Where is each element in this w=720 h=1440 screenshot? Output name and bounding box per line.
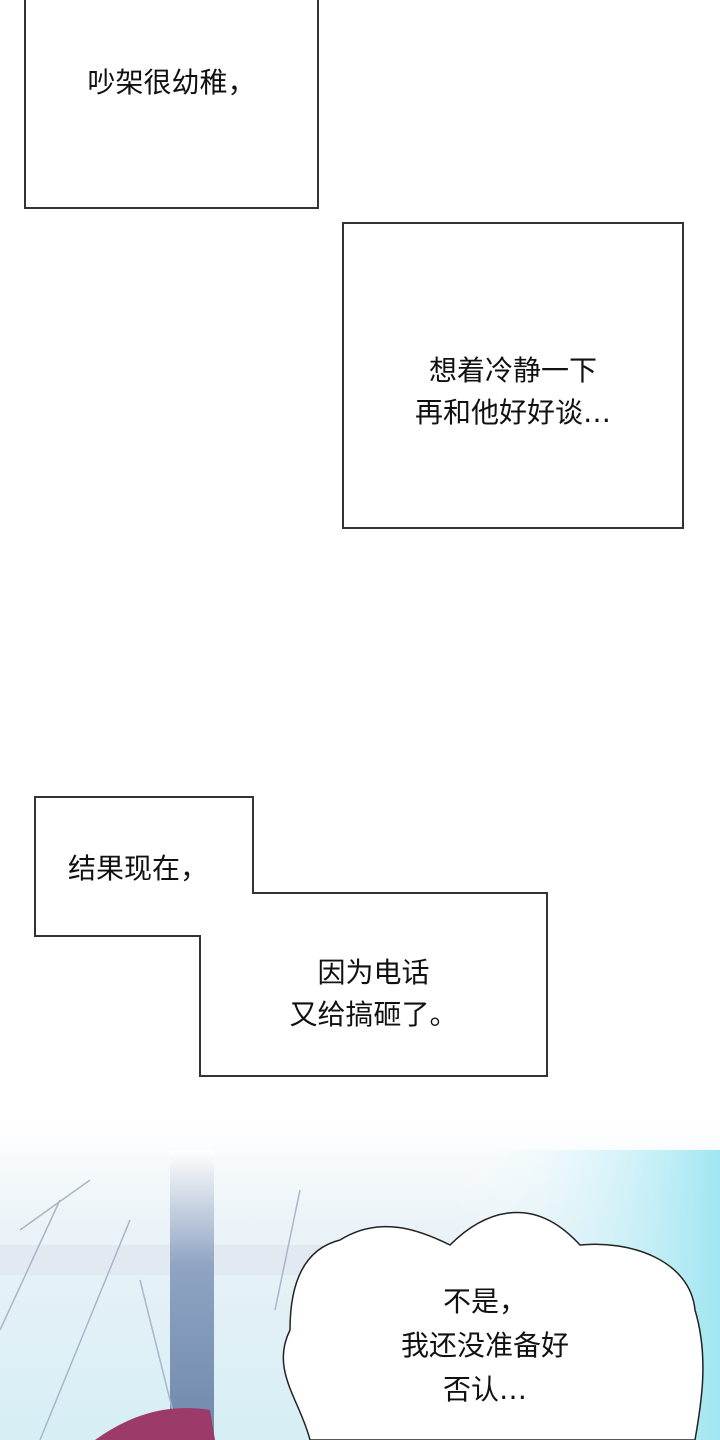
- speech-line: 否认…: [442, 1373, 527, 1406]
- caption-text-2: 想着冷静一下 再和他好好谈…: [342, 350, 684, 434]
- caption-box-3: [34, 796, 548, 1077]
- caption-line: 想着冷静一下: [428, 354, 597, 387]
- caption-box-1: [24, 0, 319, 209]
- caption-text-3: 结果现在，: [68, 848, 208, 890]
- caption-box-2: [342, 222, 684, 529]
- speech-line: 不是，: [442, 1285, 527, 1318]
- caption-line: 吵架很幼稚，: [87, 66, 256, 99]
- caption-line: 结果现在，: [68, 852, 209, 885]
- speech-line: 我还没准备好: [400, 1329, 569, 1362]
- speech-text: 不是， 我还没准备好 否认…: [380, 1280, 590, 1412]
- speech-bubble: [282, 1211, 704, 1440]
- caption-text-1: 吵架很幼稚，: [24, 62, 319, 104]
- caption-text-4: 因为电话 又给搞砸了。: [200, 952, 547, 1036]
- caption-line: 再和他好好谈…: [414, 396, 611, 429]
- caption-line: 因为电话: [317, 956, 430, 989]
- character-hair: [95, 1408, 215, 1440]
- caption-line: 又给搞砸了。: [289, 998, 458, 1031]
